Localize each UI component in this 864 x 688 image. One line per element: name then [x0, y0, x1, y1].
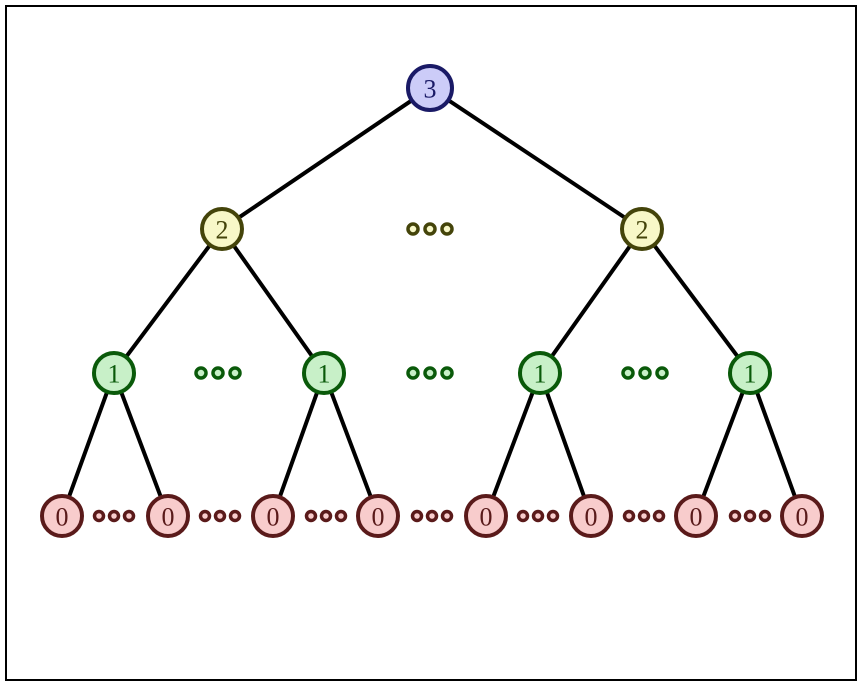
ellipsis-dot	[440, 366, 454, 380]
ellipsis-dot	[531, 509, 545, 523]
ellipsis-dot	[621, 366, 635, 380]
ellipsis-dot	[211, 366, 225, 380]
ellipsis-dot	[410, 509, 424, 523]
ellipsis-dot	[228, 509, 242, 523]
tree-node-2[interactable]: 2	[620, 207, 664, 251]
tree-edge	[544, 388, 587, 501]
ellipsis-dot	[334, 509, 348, 523]
node-circle[interactable]	[518, 351, 562, 395]
ellipsis-dots	[198, 509, 242, 523]
tree-edges	[66, 97, 798, 501]
ellipsis-dot	[758, 509, 772, 523]
ellipsis-dot	[743, 509, 757, 523]
node-circle[interactable]	[620, 207, 664, 251]
tree-edge	[235, 97, 415, 221]
ellipsis-dots	[516, 509, 560, 523]
ellipsis-dots	[194, 366, 242, 380]
ellipsis-dot	[198, 509, 212, 523]
node-circle[interactable]	[251, 494, 295, 538]
tree-node-1[interactable]: 1	[302, 351, 346, 395]
node-circle[interactable]	[92, 351, 136, 395]
ellipsis-dot	[637, 509, 651, 523]
ellipsis-dot	[655, 366, 669, 380]
node-circle[interactable]	[40, 494, 84, 538]
ellipsis-dot	[228, 366, 242, 380]
ellipsis-dot	[423, 222, 437, 236]
tree-edge	[651, 242, 741, 360]
ellipsis-dots	[622, 509, 666, 523]
ellipsis-dots	[406, 366, 454, 380]
node-circle[interactable]	[674, 494, 718, 538]
ellipsis-dot	[423, 366, 437, 380]
tree-node-0[interactable]: 0	[464, 494, 508, 538]
node-circle[interactable]	[728, 351, 772, 395]
tree-node-0[interactable]: 0	[674, 494, 718, 538]
node-circle[interactable]	[569, 494, 613, 538]
tree-node-1[interactable]: 1	[728, 351, 772, 395]
tree-edge	[328, 388, 374, 501]
ellipsis-dot	[440, 509, 454, 523]
tree-edge	[754, 388, 798, 501]
tree-node-1[interactable]: 1	[92, 351, 136, 395]
ellipsis-dots	[304, 509, 348, 523]
ellipsis-dot	[319, 509, 333, 523]
tree-node-0[interactable]: 0	[356, 494, 400, 538]
tree-node-0[interactable]: 0	[40, 494, 84, 538]
ellipsis-dots	[728, 509, 772, 523]
tree-edge	[230, 242, 316, 360]
ellipsis-dots	[621, 366, 669, 380]
tree-node-1[interactable]: 1	[518, 351, 562, 395]
node-circle[interactable]	[356, 494, 400, 538]
tree-node-0[interactable]: 0	[146, 494, 190, 538]
ellipsis-dot	[406, 222, 420, 236]
tree-node-0[interactable]: 0	[251, 494, 295, 538]
diagram-frame	[5, 5, 857, 681]
tree-edge	[700, 388, 746, 501]
ellipsis-dot	[194, 366, 208, 380]
tree-nodes: 3 2 2 1 1 1 1 0 0 0 0 0 0 0 0	[40, 64, 824, 538]
tree-edge	[277, 388, 320, 501]
ellipsis-dot	[622, 509, 636, 523]
ellipsis-dot	[546, 509, 560, 523]
tree-node-0[interactable]: 0	[780, 494, 824, 538]
ellipsis-dots	[406, 222, 454, 236]
node-circle[interactable]	[464, 494, 508, 538]
tree-edge	[490, 388, 536, 501]
tree-edge	[66, 388, 110, 501]
tree-node-3[interactable]: 3	[406, 64, 454, 112]
node-circle[interactable]	[302, 351, 346, 395]
ellipsis-dot	[652, 509, 666, 523]
node-circle[interactable]	[780, 494, 824, 538]
tree-edge	[123, 242, 213, 360]
ellipsis-dot	[213, 509, 227, 523]
ellipsis-dot	[728, 509, 742, 523]
ellipsis-dot	[122, 509, 136, 523]
tree-node-0[interactable]: 0	[569, 494, 613, 538]
tree-ellipsis-groups	[92, 222, 772, 523]
ellipsis-dots	[92, 509, 136, 523]
tree-node-2[interactable]: 2	[200, 207, 244, 251]
ellipsis-dot	[425, 509, 439, 523]
ellipsis-dots	[410, 509, 454, 523]
tree-edge	[445, 97, 629, 221]
node-circle[interactable]	[200, 207, 244, 251]
ellipsis-dot	[107, 509, 121, 523]
tree-edge	[548, 242, 634, 360]
ellipsis-dot	[516, 509, 530, 523]
tree-edge	[118, 388, 164, 501]
ellipsis-dot	[92, 509, 106, 523]
ellipsis-dot	[406, 366, 420, 380]
ellipsis-dot	[440, 222, 454, 236]
node-circle[interactable]	[406, 64, 454, 112]
node-circle[interactable]	[146, 494, 190, 538]
ellipsis-dot	[638, 366, 652, 380]
ellipsis-dot	[304, 509, 318, 523]
